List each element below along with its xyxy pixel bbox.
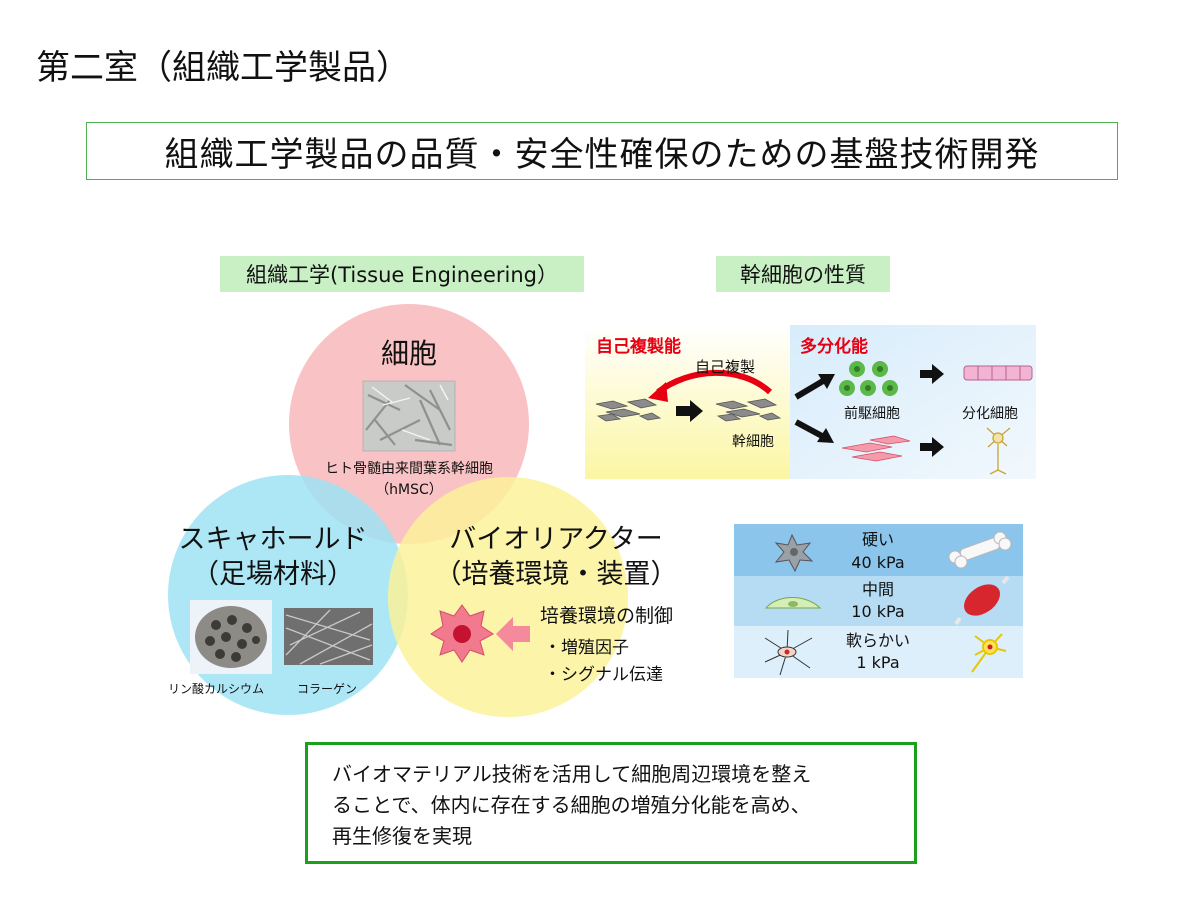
summary-line: バイオマテリアル技術を活用して細胞周辺環境を整え xyxy=(332,762,812,786)
stiffness-hard-label: 硬い xyxy=(862,530,894,549)
arrow-icon xyxy=(920,364,944,384)
stem-cell-cluster-icon xyxy=(715,398,782,422)
stem-cell-label: 幹細胞 xyxy=(732,433,774,450)
stiffness-medium-value: 10 kPa xyxy=(851,602,904,621)
tissue-engineering-label: 組織工学(Tissue Engineering） xyxy=(220,256,584,292)
scaffold-circle xyxy=(168,475,408,715)
hmsc-abbrev: （hMSC） xyxy=(375,482,443,498)
muscle-icon xyxy=(954,575,1010,626)
self-renewal-arrow-label: 自己複製 xyxy=(695,358,755,376)
bioreactor-subtitle: （培養環境・装置） xyxy=(435,559,678,590)
differentiated-label: 分化細胞 xyxy=(962,406,1018,422)
stiffness-soft-label: 軟らかい xyxy=(846,631,910,650)
control-arrow-icon xyxy=(496,617,530,651)
bioreactor-circle xyxy=(388,477,628,717)
multipotency-title: 多分化能 xyxy=(800,336,868,357)
arrow-icon xyxy=(676,400,703,422)
muscle-fiber-icon xyxy=(963,365,1033,381)
stellate-cell-icon xyxy=(774,533,814,573)
collagen-image xyxy=(284,608,373,665)
stem-cell-cluster-icon xyxy=(595,398,662,422)
arrow-icon xyxy=(920,437,944,457)
cultured-cell-icon xyxy=(430,604,494,663)
progenitor-cells-icon xyxy=(839,361,898,396)
calcium-phosphate-caption: リン酸カルシウム xyxy=(168,681,264,696)
signal-transduction-item: ・シグナル伝達 xyxy=(544,665,663,685)
arrow-icon xyxy=(794,374,835,400)
growth-factor-item: ・増殖因子 xyxy=(544,638,629,658)
neuron-icon xyxy=(971,633,1007,673)
self-renewal-arrowhead xyxy=(648,382,668,402)
self-renewal-arrow xyxy=(656,369,773,395)
branched-cell-icon xyxy=(764,629,813,676)
stem-cell-properties-label: 幹細胞の性質 xyxy=(716,256,890,292)
culture-control-title: 培養環境の制御 xyxy=(540,605,673,627)
neuron-icon xyxy=(986,427,1011,475)
spindle-cells-icon xyxy=(841,435,911,462)
stiffness-medium-label: 中間 xyxy=(862,580,894,599)
summary-line: 再生修復を実現 xyxy=(332,824,472,848)
stiffness-hard-value: 40 kPa xyxy=(851,553,904,572)
main-heading: 組織工学製品の品質・安全性確保のための基盤技術開発 xyxy=(86,122,1118,180)
spindle-cell-icon xyxy=(764,597,822,609)
summary-line: ることで、体内に存在する細胞の増殖分化能を高め、 xyxy=(332,793,811,817)
progenitor-label: 前駆細胞 xyxy=(844,405,900,422)
self-renewal-title: 自己複製能 xyxy=(596,336,681,357)
collagen-caption: コラーゲン xyxy=(297,682,357,696)
calcium-phosphate-image xyxy=(190,600,272,674)
multipotency-panel xyxy=(790,325,1036,479)
bioreactor-title: バイオリアクター xyxy=(449,524,663,555)
summary-box: バイオマテリアル技術を活用して細胞周辺環境を整え ることで、体内に存在する細胞の… xyxy=(305,742,917,864)
cell-title: 細胞 xyxy=(381,337,437,370)
hmsc-caption: ヒト骨髄由来間葉系幹細胞 xyxy=(325,460,493,477)
arrow-icon xyxy=(794,419,834,443)
scaffold-subtitle: （足場材料） xyxy=(192,559,354,590)
page-title: 第二室（組織工学製品） xyxy=(36,48,410,88)
bone-icon xyxy=(948,531,1012,569)
stiffness-soft-value: 1 kPa xyxy=(856,653,899,672)
hmsc-micrograph xyxy=(362,380,456,452)
scaffold-title: スキャホールド xyxy=(179,524,368,555)
